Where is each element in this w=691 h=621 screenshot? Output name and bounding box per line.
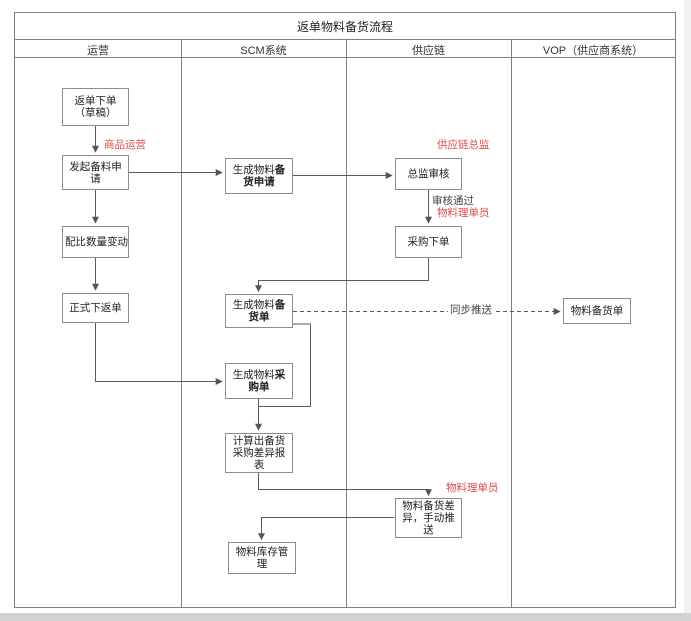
flow-node-scm-purchase-order: 生成物料采购单: [225, 363, 293, 399]
node-label: 物料库存管理: [235, 546, 289, 570]
lane-divider-1: [181, 39, 182, 607]
node-label-bold: 备货单: [248, 299, 286, 323]
node-label: 生成物料: [232, 299, 275, 311]
node-label: 配比数量变动: [65, 236, 128, 248]
lane-header-supply-chain: 供应链: [412, 45, 445, 57]
flow-node-manual-push: 物料备货差异，手动推送: [395, 498, 462, 538]
flow-node-scm-apply: 生成物料备货申请: [225, 158, 293, 194]
node-label: 生成物料: [232, 369, 275, 381]
annotation-review-passed: 审核通过: [432, 195, 474, 207]
diagram-title: 返单物料备货流程: [296, 19, 393, 34]
node-label: 采购下单: [407, 236, 450, 248]
lane-header-scm-system: SCM系统: [240, 45, 287, 57]
lane-header-vop: VOP（供应商系统）: [542, 45, 644, 57]
annotation-sync-push: 同步推送: [448, 304, 494, 316]
annotation-material-clerk-2: 物料理单员: [446, 482, 499, 494]
node-label: 返单下单: [74, 95, 117, 107]
flow-node-director-review: 总监审核: [395, 158, 462, 190]
node-label: 物料备货差异，手动推送: [402, 500, 455, 536]
lane-header-operations: 运营: [87, 45, 109, 57]
flow-node-draft-order: 返单下单 （草稿）: [62, 88, 129, 126]
vertical-scrollbar-track[interactable]: [684, 0, 691, 613]
lane-divider-3: [511, 39, 512, 607]
flow-node-apply-material: 发起备料申请: [62, 155, 129, 190]
flow-node-inventory-mgmt: 物料库存管理: [228, 542, 296, 574]
diagram-title-band: 返单物料备货流程: [15, 13, 675, 40]
flow-node-scm-stock-order: 生成物料备货单: [225, 294, 293, 328]
node-label: 物料备货单: [570, 305, 624, 317]
flow-node-diff-report: 计算出备货采购差异报表: [225, 433, 293, 473]
lane-divider-2: [346, 39, 347, 607]
horizontal-scrollbar[interactable]: [0, 613, 691, 621]
node-label-bold: 采购单: [248, 369, 286, 393]
node-label: 发起备料申请: [69, 160, 122, 185]
node-label-bold: 备货申请: [243, 164, 286, 188]
flow-node-purchase-order: 采购下单: [395, 226, 462, 258]
flow-node-vop-stock-order: 物料备货单: [563, 298, 631, 324]
flow-node-formal-order: 正式下返单: [62, 293, 129, 323]
annotation-material-clerk-1: 物料理单员: [437, 207, 490, 219]
flow-node-ratio-change: 配比数量变动: [62, 226, 129, 258]
annotation-product-ops: 商品运营: [104, 139, 146, 151]
node-label: （草稿）: [74, 107, 117, 119]
node-label: 计算出备货采购差异报表: [232, 435, 286, 471]
annotation-scm-director: 供应链总监: [437, 139, 490, 151]
node-label: 正式下返单: [69, 302, 122, 314]
node-label: 总监审核: [407, 168, 450, 180]
lane-header-band: 运营 SCM系统 供应链 VOP（供应商系统）: [15, 39, 675, 58]
node-label: 生成物料: [232, 164, 275, 176]
